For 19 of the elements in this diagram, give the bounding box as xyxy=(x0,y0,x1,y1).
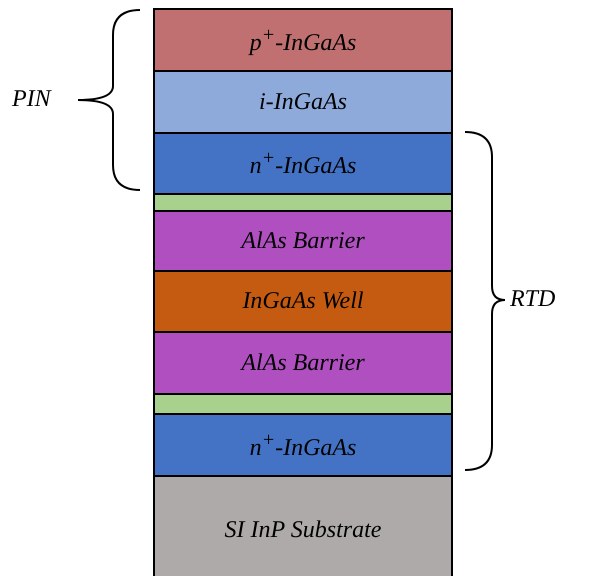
layer xyxy=(153,331,453,395)
layer xyxy=(153,70,453,134)
layer xyxy=(153,8,453,72)
bracket-label: RTD xyxy=(510,286,556,313)
layer xyxy=(153,132,453,195)
layer-label: n$^{+}$-InGaAs xyxy=(250,147,356,180)
layer-label: InGaAs Well xyxy=(242,288,364,315)
layer-label: AlAs Barrier xyxy=(241,228,365,254)
layer-label: p$^{+}$-InGaAs xyxy=(250,24,356,56)
layer xyxy=(153,270,453,333)
layer xyxy=(153,413,453,477)
layer-label: n$^{+}$-InGaAs xyxy=(250,428,356,462)
spacer-layer xyxy=(153,393,453,415)
layer-label: i-InGaAs xyxy=(259,88,347,116)
layer-label: AlAs Barrier xyxy=(241,350,365,376)
layer xyxy=(153,475,453,576)
bracket-label: PIN xyxy=(12,86,51,113)
layer xyxy=(153,210,453,272)
layer-label: SI InP Substrate xyxy=(224,516,382,544)
